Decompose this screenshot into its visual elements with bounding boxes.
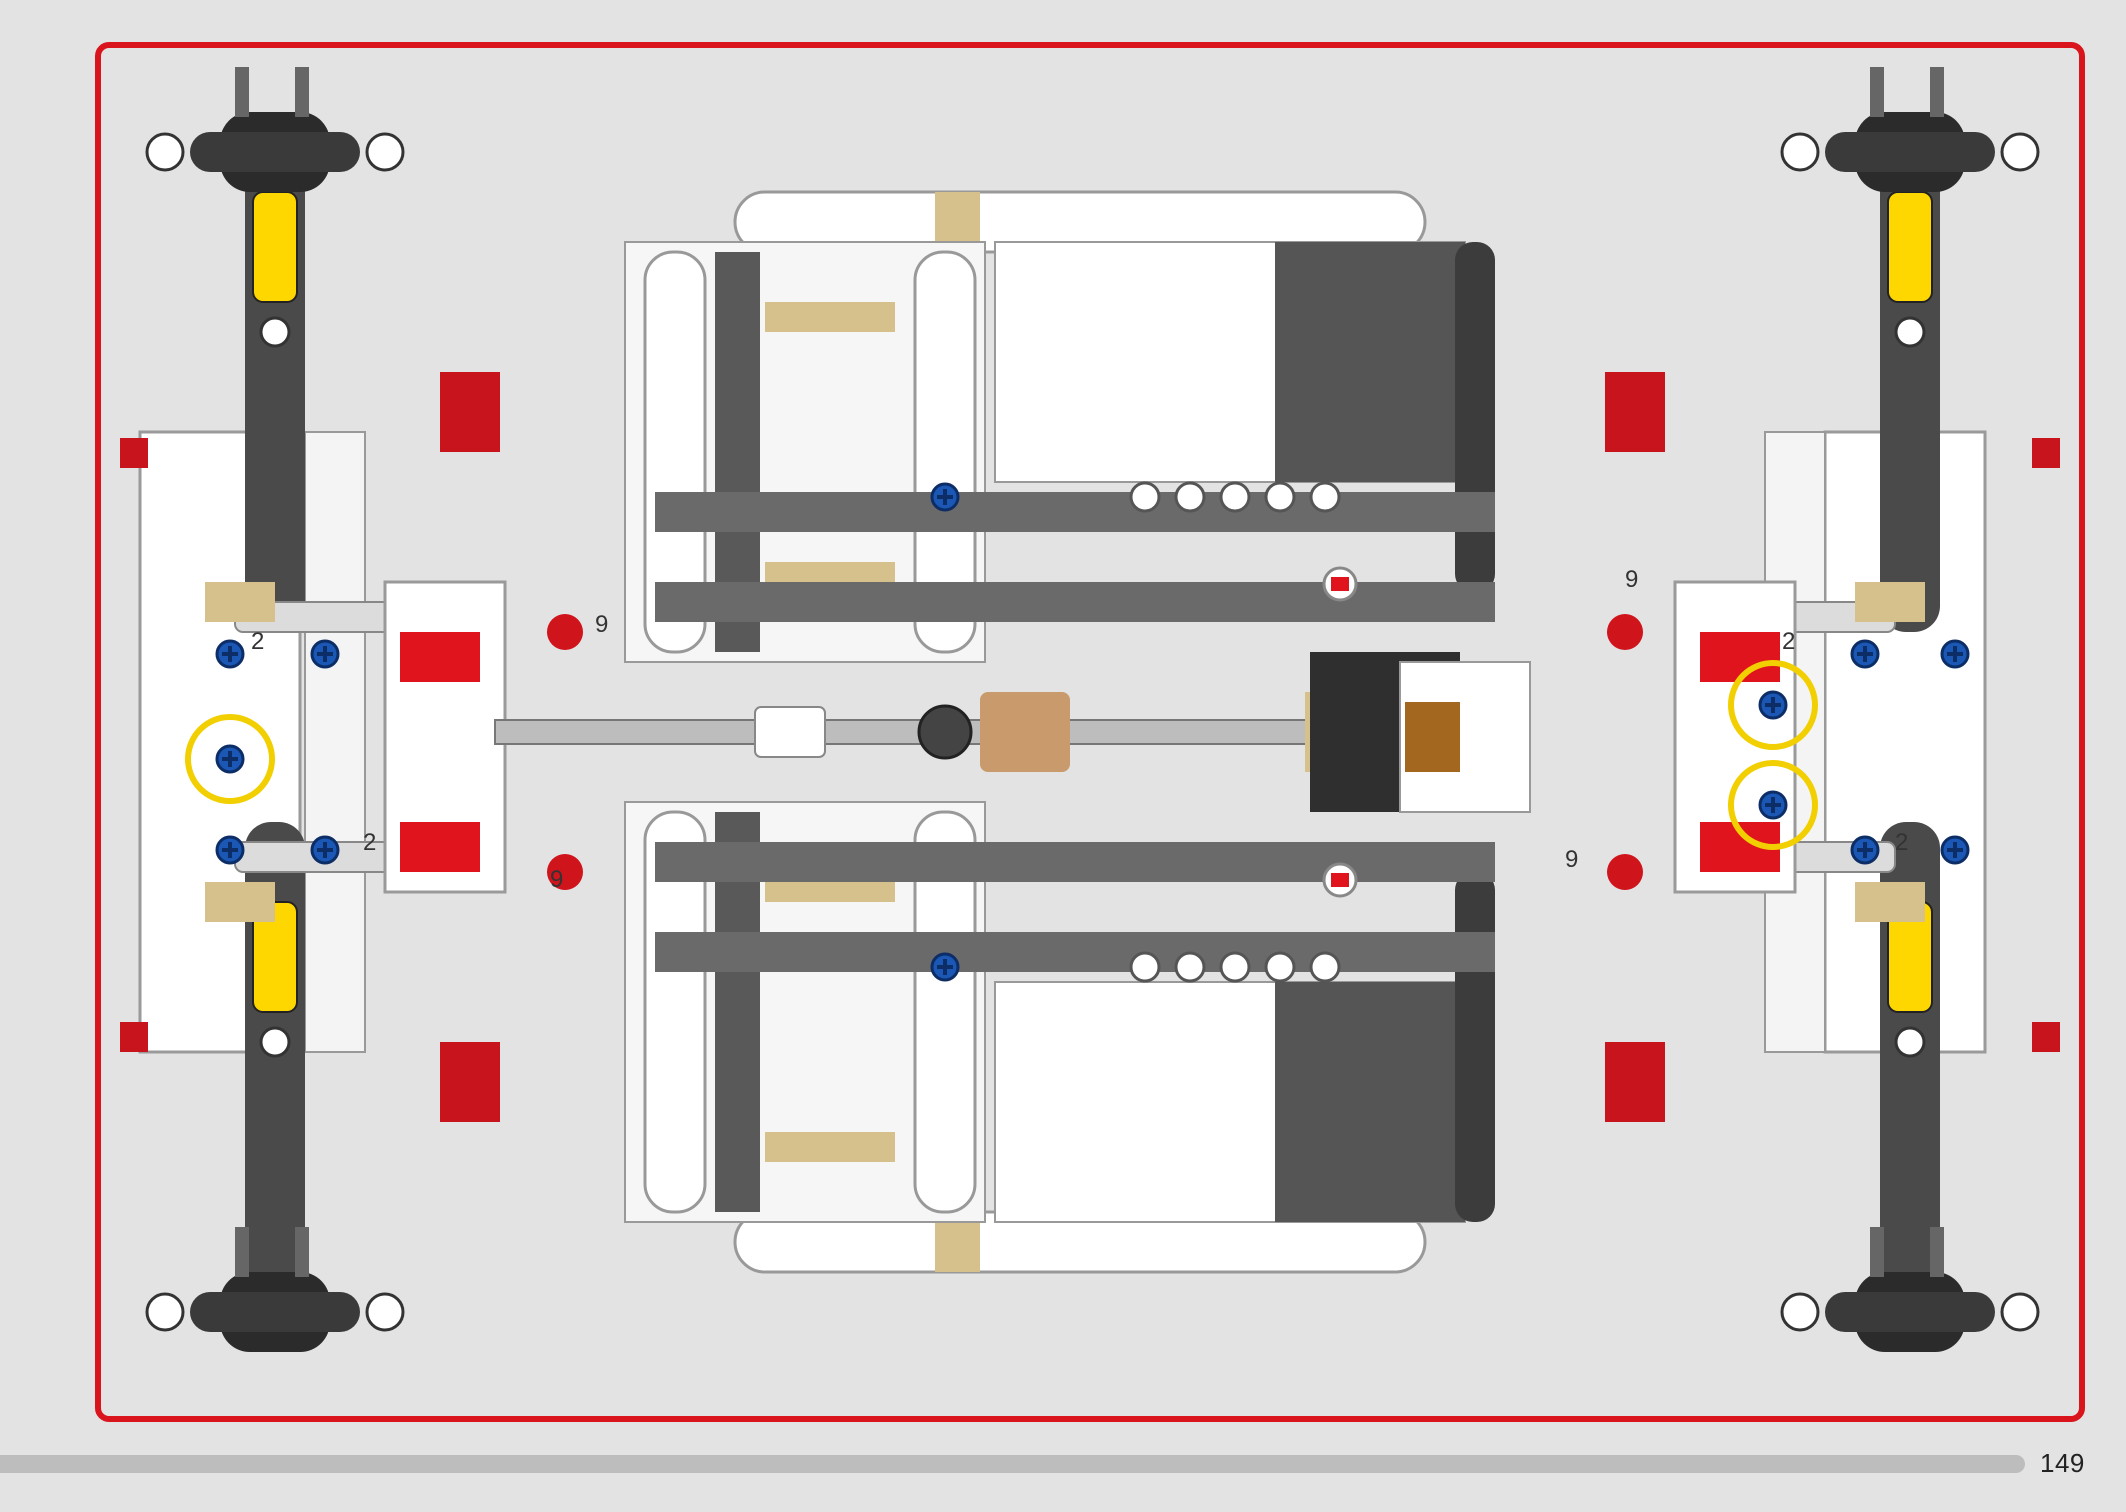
right-axle-assembly bbox=[1734, 65, 2060, 1354]
chassis-illustration: 2 2 2 2 9 9 9 9 bbox=[120, 65, 2060, 1354]
beam-labels: 2 2 2 2 9 9 9 9 bbox=[251, 566, 1908, 893]
drive-shaft bbox=[494, 692, 1385, 772]
blue-pin-icon bbox=[1758, 690, 1788, 720]
progress-bar bbox=[0, 1455, 2025, 1473]
beam-label-9: 9 bbox=[595, 611, 608, 638]
page-number: 149 bbox=[2040, 1448, 2085, 1478]
hub-module bbox=[1310, 566, 1531, 898]
beam-label-2: 2 bbox=[1782, 628, 1795, 655]
lower-engine-block bbox=[624, 801, 1495, 1274]
left-axle-assembly bbox=[120, 65, 405, 1354]
callout-right-lower bbox=[1728, 760, 1818, 850]
beam-label-2: 2 bbox=[1895, 829, 1908, 856]
callout-right-upper bbox=[1728, 660, 1818, 750]
beam-label-2: 2 bbox=[251, 628, 264, 655]
beam-label-2: 2 bbox=[363, 829, 376, 856]
upper-engine-block bbox=[624, 190, 1495, 663]
beam-label-9: 9 bbox=[550, 866, 563, 893]
blue-pin-icon bbox=[1758, 790, 1788, 820]
callout-left bbox=[185, 714, 275, 804]
beam-label-9: 9 bbox=[1625, 566, 1638, 593]
blue-pin-icon bbox=[215, 744, 245, 774]
beam-label-9: 9 bbox=[1565, 846, 1578, 873]
